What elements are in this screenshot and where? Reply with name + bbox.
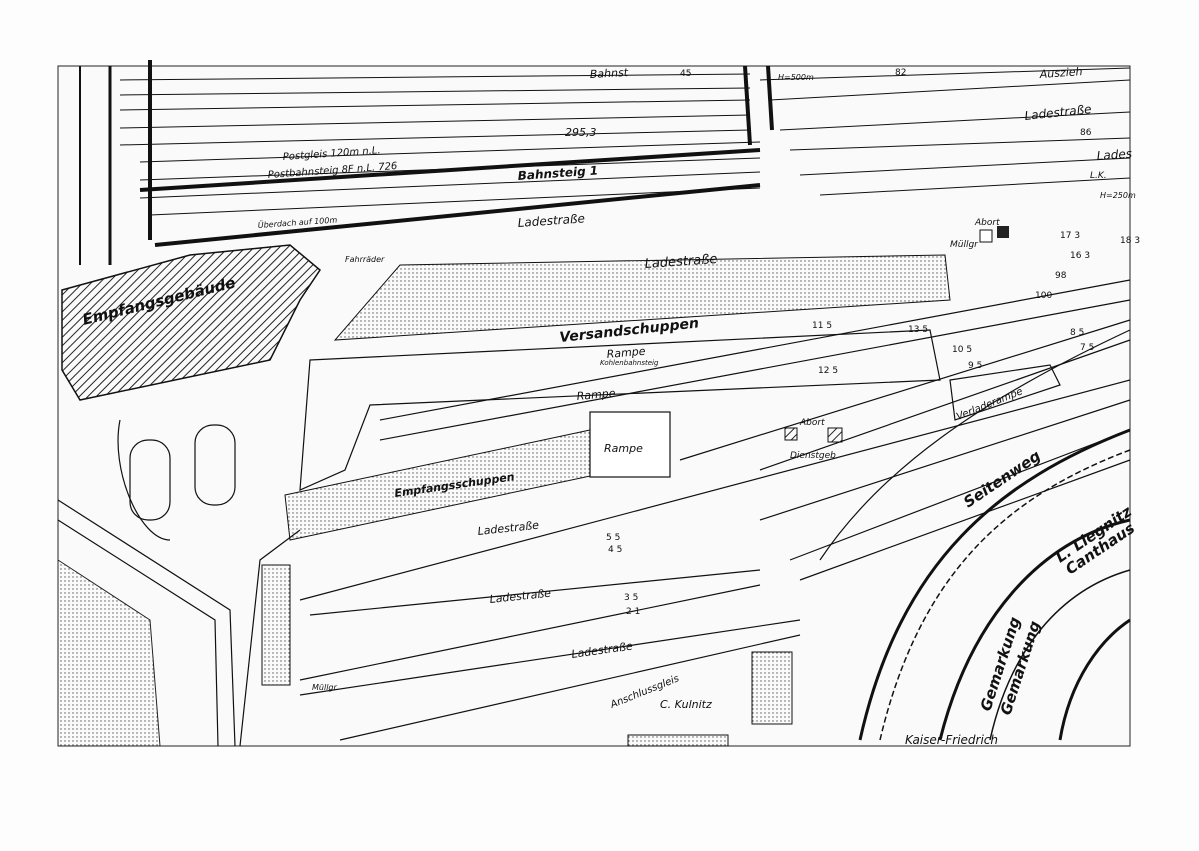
abort-box-3 xyxy=(784,427,798,441)
label-h250: H=250m xyxy=(1100,191,1136,200)
curved-mainlines xyxy=(819,329,1131,741)
track-number: 86 xyxy=(1080,128,1092,138)
rampe-block xyxy=(589,411,671,478)
label-ladestrasse-1: Ladestraße xyxy=(517,211,585,230)
track-number: 4 5 xyxy=(608,545,622,555)
label-ladestrasse-4: Ladestraße xyxy=(477,519,540,538)
block-lower-left xyxy=(57,559,161,747)
label-dienstgeb: Dienstgeb xyxy=(790,451,836,461)
verladerampe-area xyxy=(949,364,1061,421)
label-ladestrasse-5: Ladestraße xyxy=(489,587,552,606)
label-rampe-mid: Rampe xyxy=(576,387,616,403)
side-building xyxy=(261,564,291,686)
kulnitz-building xyxy=(751,651,793,725)
label-abort-upper: Abort xyxy=(974,218,1000,228)
track-number: 17 3 xyxy=(1060,231,1080,241)
platform-lines xyxy=(79,60,774,265)
dienstgeb-box xyxy=(827,427,843,443)
track-number-group: 100 98 10 5 13 5 12 5 9 5 8 5 7 5 5 5 4 … xyxy=(606,68,1140,617)
label-c-kulnitz: C. Kulnitz xyxy=(660,698,712,711)
track-number: 7 5 xyxy=(1080,343,1094,353)
top-track-group xyxy=(119,67,1131,216)
track-number: 16 3 xyxy=(1070,251,1090,261)
label-kw295: 295,3 xyxy=(565,126,597,139)
label-kohlenbahnsteig: Kohlenbahnsteig xyxy=(600,359,659,367)
label-ladestrasse-partial: Lades xyxy=(1096,147,1132,163)
track-number: 5 5 xyxy=(606,533,620,543)
label-rampe-block: Rampe xyxy=(604,442,643,455)
label-kaiser: Kaiser-Friedrich xyxy=(905,733,998,747)
track-number: 18 3 xyxy=(1120,236,1140,246)
track-number: 11 5 xyxy=(812,321,832,331)
empfangsgebaeude-building xyxy=(61,244,321,401)
track-number: 45 xyxy=(680,69,691,79)
abort-box-2 xyxy=(997,226,1009,238)
track-number: 2 1 xyxy=(626,607,640,617)
lower-track-group xyxy=(299,279,1131,741)
label-lk: L.K. xyxy=(1090,171,1107,181)
track-number: 8 5 xyxy=(1070,328,1084,338)
label-n500: H=500m xyxy=(778,73,814,82)
track-number: 98 xyxy=(1055,271,1067,281)
label-ausz: Auszieh xyxy=(1038,65,1083,81)
abort-box-1 xyxy=(979,229,993,243)
track-number: 100 xyxy=(1035,291,1052,301)
track-number: 12 5 xyxy=(818,366,838,376)
label-abort-lower: Abort xyxy=(799,418,825,428)
label-ladestrasse-3: Ladestraße xyxy=(1024,102,1092,123)
track-number: 10 5 xyxy=(952,345,972,355)
bottom-building xyxy=(627,734,729,747)
track-number: 13 5 xyxy=(908,325,928,335)
street-outlines xyxy=(57,419,301,747)
label-fahrraeder: Fahrräder xyxy=(345,255,385,264)
label-muellgr-2: Müllgr xyxy=(312,683,337,692)
versandschuppen-building xyxy=(333,254,951,341)
label-bahnsteig: Bahnsteig 1 xyxy=(517,163,598,183)
track-number: 9 5 xyxy=(968,361,982,371)
track-number: 3 5 xyxy=(624,593,638,603)
label-muellgr: Müllgr xyxy=(950,240,979,250)
label-ladestrasse-2: Ladestraße xyxy=(644,252,718,272)
label-rampe-top: Rampe xyxy=(606,345,646,361)
track-number: 82 xyxy=(895,68,906,78)
rampe-area xyxy=(299,329,941,491)
label-bahnst-top: Bahnst xyxy=(589,66,629,81)
